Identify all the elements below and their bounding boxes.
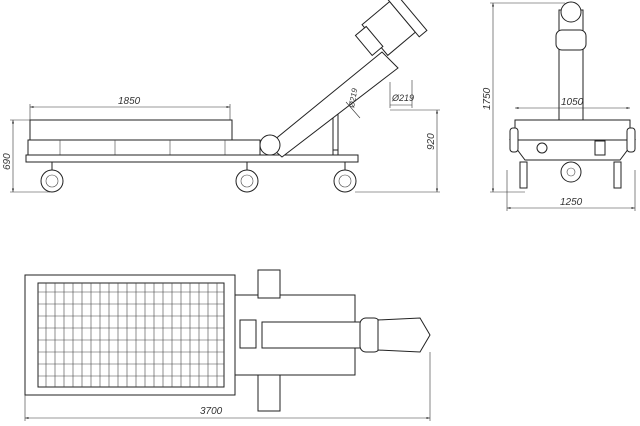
hopper-top — [24, 274, 236, 396]
dim-920: 920 — [426, 133, 437, 150]
dim-diameter-inclined: Ø219 — [347, 87, 360, 109]
end-view: 1750 1050 1250 — [482, 1, 636, 211]
screen-grid — [38, 283, 224, 387]
dim-1750: 1750 — [482, 87, 493, 110]
hopper-end — [514, 119, 631, 141]
inclined-screw-tube — [267, 51, 399, 158]
wheel — [235, 162, 259, 193]
wheel-top — [257, 269, 281, 299]
dim-3700: 3700 — [200, 406, 223, 417]
dim-1850: 1850 — [118, 96, 141, 107]
wheel — [519, 161, 528, 189]
dim-1250: 1250 — [560, 197, 583, 208]
side-view: 1850 690 920 Ø219 Ø219 — [2, 0, 440, 193]
dim-diameter-outlet: Ø219 — [391, 93, 414, 103]
dim-690: 690 — [2, 153, 13, 170]
drive-motor — [259, 134, 281, 156]
wheel — [613, 161, 622, 189]
wheel-top — [257, 374, 281, 412]
top-view: 3700 — [24, 269, 431, 421]
discharge-head-top — [377, 317, 431, 353]
hopper-body — [29, 119, 233, 141]
wheel — [333, 162, 357, 193]
wheel — [40, 162, 64, 193]
gear-motor-head — [354, 0, 428, 57]
base-frame — [25, 154, 359, 163]
dim-1050: 1050 — [561, 97, 584, 108]
